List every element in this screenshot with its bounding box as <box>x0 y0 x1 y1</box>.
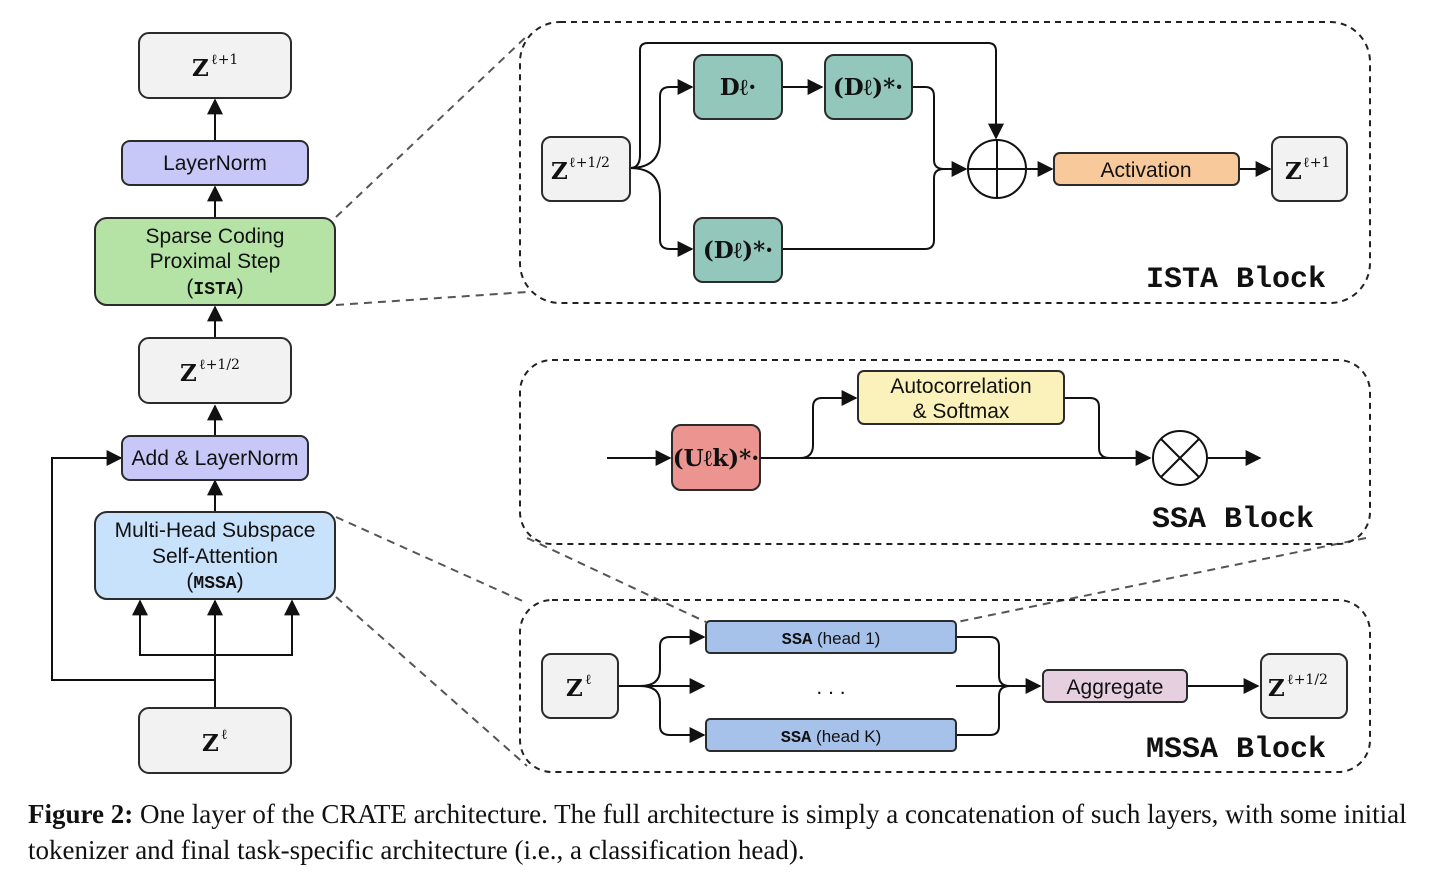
caption-text: One layer of the CRATE architecture. The… <box>28 799 1407 865</box>
ista-block-frame <box>519 21 1371 304</box>
u-op-label: (Uℓk)*· <box>673 445 759 472</box>
mssa-abbrev-line: (MSSA) <box>186 570 243 594</box>
dstar-bottom-node: (Dℓ)*· <box>693 217 783 283</box>
zoom-line-ista-top <box>335 35 528 218</box>
ista-input-sup: ℓ+1/2 <box>569 155 610 171</box>
mssa-output-node: Z ℓ+1/2 <box>1260 653 1348 719</box>
edge-headk-to-aggregate <box>956 685 1011 736</box>
z-out-label: Z <box>192 55 209 82</box>
zoom-line-ista-bottom <box>335 291 528 306</box>
multiply-icon <box>1152 430 1208 486</box>
autocorr-line2: & Softmax <box>913 400 1010 423</box>
ista-input-label: Z <box>551 158 568 185</box>
edge-ista-skip <box>629 42 1004 169</box>
edge-mssa-input-to-head1 <box>639 629 706 687</box>
z-mid-node: Z ℓ+1/2 <box>138 337 292 404</box>
activation-label: Activation <box>1100 159 1191 182</box>
edge-u-to-autocorr <box>799 390 858 459</box>
mssa-line2: Self-Attention <box>152 545 278 568</box>
ssa-head1-text: SSA (head 1) <box>782 629 881 650</box>
ssa-block-frame <box>519 359 1371 545</box>
dstar-top-node: (Dℓ)*· <box>824 54 913 120</box>
edge-zin-to-mssa-right <box>215 599 300 656</box>
edge-head1-to-aggregate <box>956 636 1042 694</box>
ssa-headk-text: SSA (head K) <box>781 727 882 748</box>
ssa-head1-rest: (head 1) <box>812 629 880 648</box>
ista-line1: Sparse Coding <box>146 225 285 248</box>
d-op-node: Dℓ· <box>693 54 783 120</box>
dstar-top-label: (Dℓ)*· <box>833 74 903 101</box>
add-layernorm-label: Add & LayerNorm <box>132 447 299 470</box>
activation-node: Activation <box>1053 152 1240 186</box>
z-in-node: Z ℓ <box>138 707 292 774</box>
mssa-input-label: Z <box>566 675 583 702</box>
heads-ellipsis: . . . <box>816 676 845 699</box>
ista-abbrev-line: (ISTA) <box>186 276 243 300</box>
aggregate-label: Aggregate <box>1067 676 1164 699</box>
caption-label: Figure 2: <box>28 799 134 829</box>
z-mid-label: Z <box>180 360 197 387</box>
mssa-input-sup: ℓ <box>585 672 592 688</box>
ista-output-sup: ℓ+1 <box>1303 155 1330 171</box>
mssa-output-sup: ℓ+1/2 <box>1287 672 1328 688</box>
z-out-node: Z ℓ+1 <box>138 32 292 99</box>
ssa-headk-node: SSA (head K) <box>705 718 957 752</box>
mssa-block-title: MSSA Block <box>1146 733 1326 767</box>
mssa-abbrev: MSSA <box>193 574 236 594</box>
edge-zin-to-mssa-left <box>132 599 216 680</box>
edge-dstar-bottom-to-sum <box>782 168 945 250</box>
layernorm-label: LayerNorm <box>163 152 267 175</box>
edge-residual-skip <box>51 450 215 681</box>
z-mid-sup: ℓ+1/2 <box>199 357 240 373</box>
ssa-headk-rest: (head K) <box>811 727 881 746</box>
ista-line2: Proximal Step <box>150 250 281 273</box>
zoom-line-mssa-top <box>335 516 528 604</box>
ista-block-title: ISTA Block <box>1146 263 1326 297</box>
ssa-head1-node: SSA (head 1) <box>705 620 957 654</box>
autocorr-line1: Autocorrelation <box>890 375 1031 398</box>
mssa-block: Z ℓ SSA (head 1) . . . SSA (head K) Aggr… <box>519 599 1371 773</box>
ista-output-node: Z ℓ+1 <box>1271 136 1348 202</box>
ista-output-label: Z <box>1285 158 1302 185</box>
z-in-label: Z <box>202 730 219 757</box>
figure-caption: Figure 2: One layer of the CRATE archite… <box>28 796 1428 868</box>
layernorm-node: LayerNorm <box>121 140 309 186</box>
edge-ista-to-dstar-bottom <box>629 167 694 257</box>
left-layer-stack: Z ℓ+1 LayerNorm Sparse Coding Proximal S… <box>51 32 336 774</box>
ssa-block-title: SSA Block <box>1152 503 1314 537</box>
ssa-headk-bold: SSA <box>781 729 812 748</box>
autocorr-node: Autocorrelation & Softmax <box>857 370 1065 425</box>
u-op-node: (Uℓk)*· <box>671 424 761 491</box>
zoom-line-mssa-bottom <box>335 596 528 767</box>
zoom-line-ssa-right <box>956 537 1367 623</box>
mssa-node: Multi-Head Subspace Self-Attention (MSSA… <box>94 511 336 600</box>
ista-input-node: Z ℓ+1/2 <box>541 136 631 202</box>
dstar-bottom-label: (Dℓ)*· <box>703 237 773 264</box>
mssa-output-label: Z <box>1268 675 1285 702</box>
edge-mssa-input-to-headk <box>639 685 706 743</box>
zoom-line-ssa-left <box>526 537 707 623</box>
edge-ista-to-d <box>629 79 694 169</box>
ssa-block: (Uℓk)*· Autocorrelation & Softmax SSA Bl… <box>519 359 1371 545</box>
d-op-label: Dℓ· <box>720 74 757 101</box>
mssa-block-frame <box>519 599 1371 773</box>
mssa-input-node: Z ℓ <box>541 653 619 719</box>
sum-icon <box>967 139 1027 199</box>
edge-autocorr-to-mult <box>1065 397 1111 459</box>
add-layernorm-node: Add & LayerNorm <box>121 435 309 481</box>
z-out-sup: ℓ+1 <box>211 52 238 68</box>
ista-abbrev: ISTA <box>193 280 236 300</box>
ista-node: Sparse Coding Proximal Step (ISTA) <box>94 217 336 306</box>
mssa-line1: Multi-Head Subspace <box>115 519 316 542</box>
z-in-sup: ℓ <box>221 727 228 743</box>
ssa-head1-bold: SSA <box>782 631 813 650</box>
edge-dstar-top-to-sum <box>912 86 968 177</box>
aggregate-node: Aggregate <box>1042 669 1188 703</box>
ista-block: Z ℓ+1/2 Dℓ· (Dℓ)*· (Dℓ)*· Activation <box>519 21 1371 304</box>
